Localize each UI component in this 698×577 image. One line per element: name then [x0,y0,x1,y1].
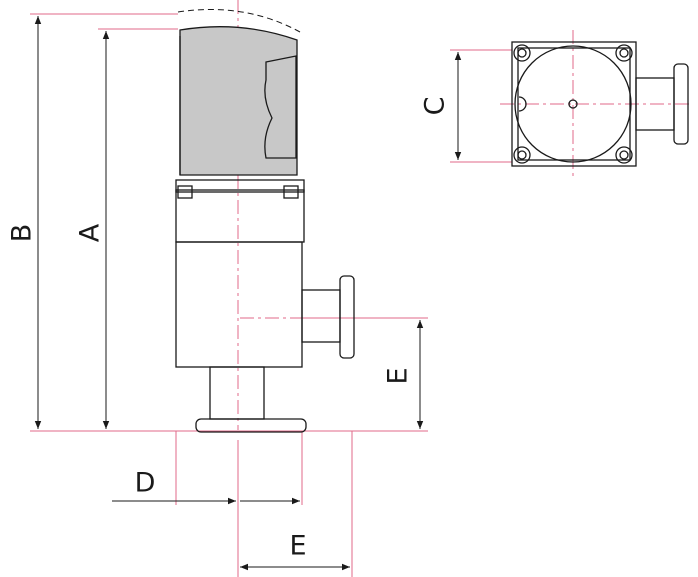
label-a: A [75,223,106,242]
label-c: C [420,97,451,116]
top-center-hole [568,99,578,109]
extension-lines [30,13,512,577]
bottom-port-flange [195,418,307,433]
coupling-tab-left [177,185,193,199]
main-body [175,241,303,368]
top-disc [514,45,632,163]
valve-top-view [511,41,689,167]
label-e-side: E [383,367,414,384]
actuator-head [179,26,298,176]
side-port-tube [301,289,341,343]
valve-side-view [175,9,355,433]
label-e-bottom: E [289,531,306,562]
top-notch [518,96,527,112]
coupling [175,179,305,193]
top-port-flange [673,63,689,145]
dimension-lines [34,16,462,571]
coupling-tab-right [283,185,299,199]
label-b: B [7,224,38,243]
label-d: D [135,468,156,499]
top-square-inner [517,47,631,161]
actuator-window [264,55,297,159]
side-port-flange [339,275,355,359]
corner-bolts [513,44,633,164]
bottom-port-tube [209,366,265,420]
actuator-hidden-outline [177,9,301,33]
center-lines [237,0,690,430]
